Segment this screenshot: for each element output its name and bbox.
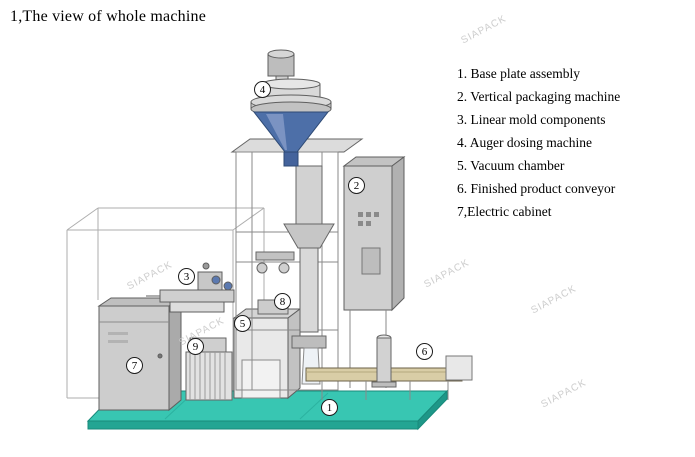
control-panel-cabinet bbox=[342, 156, 406, 388]
electric-cabinet bbox=[97, 297, 183, 412]
legend-item-vacuum-chamber: 5. Vacuum chamber bbox=[457, 158, 565, 173]
callout-6: 6 bbox=[416, 343, 433, 360]
linear-mold-components bbox=[146, 262, 235, 313]
callout-5: 5 bbox=[234, 315, 251, 332]
callout-8: 8 bbox=[274, 293, 291, 310]
legend-item-conveyor: 6. Finished product conveyor bbox=[457, 181, 616, 196]
legend-item-vertical-packaging: 2. Vertical packaging machine bbox=[457, 89, 621, 104]
callout-1: 1 bbox=[321, 399, 338, 416]
legend-item-linear-mold: 3. Linear mold components bbox=[457, 112, 606, 127]
page-title: 1,The view of whole machine bbox=[10, 8, 207, 25]
parts-legend: 1. Base plate assembly 2. Vertical packa… bbox=[457, 62, 620, 223]
hopper-funnel bbox=[252, 111, 330, 167]
legend-item-base-plate: 1. Base plate assembly bbox=[457, 66, 580, 81]
legend-item-electric-cabinet: 7,Electric cabinet bbox=[457, 204, 552, 219]
callout-9: 9 bbox=[187, 338, 204, 355]
auger-dosing-machine bbox=[250, 49, 332, 167]
callout-3: 3 bbox=[178, 268, 195, 285]
vertical-packaging-machine bbox=[230, 138, 364, 391]
vacuum-chamber bbox=[232, 308, 302, 400]
legend-item-auger-dosing: 4. Auger dosing machine bbox=[457, 135, 592, 150]
callout-4: 4 bbox=[254, 81, 271, 98]
callout-2: 2 bbox=[348, 177, 365, 194]
bag-magazine bbox=[185, 337, 233, 401]
finished-product-conveyor bbox=[305, 334, 473, 400]
callout-7: 7 bbox=[126, 357, 143, 374]
